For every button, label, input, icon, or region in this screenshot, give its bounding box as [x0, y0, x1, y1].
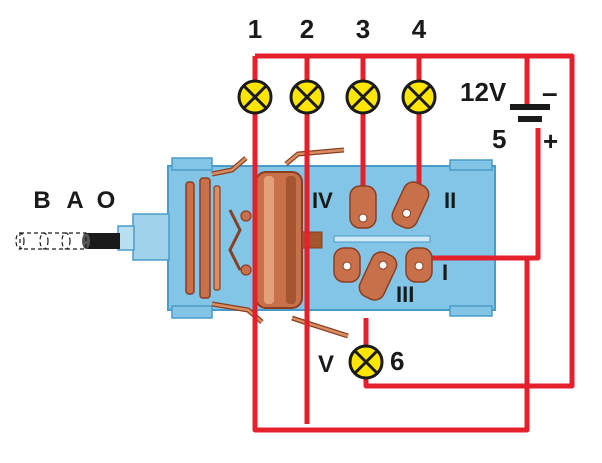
switch-body — [117, 157, 496, 319]
terminal-ii — [391, 181, 430, 229]
lamp-4-label: 4 — [412, 14, 427, 44]
section-iv-label: IV — [312, 188, 333, 213]
lamp-1-label: 1 — [248, 14, 262, 44]
shaft-position-b: B — [33, 187, 50, 214]
lamp-6-label: 6 — [390, 346, 404, 376]
battery-number-label: 5 — [492, 124, 506, 154]
lamp-3-label: 3 — [356, 14, 370, 44]
lamp-1-icon — [237, 79, 273, 115]
lamp-6-letter: V — [318, 351, 334, 378]
terminal-left-mid — [333, 247, 361, 283]
terminal-iii — [358, 251, 398, 301]
battery — [510, 104, 550, 122]
lamp-2-label: 2 — [300, 14, 314, 44]
terminal-iv — [349, 185, 377, 229]
lamp-4-icon — [401, 79, 437, 115]
rotor-discs — [185, 171, 323, 309]
battery-plus-label: + — [543, 126, 558, 156]
lamps — [237, 79, 437, 380]
terminal-i — [405, 247, 433, 283]
labels: 1 2 3 4 12V – 5 + B A O IV II I III V 6 — [33, 14, 558, 378]
shaft — [15, 232, 120, 250]
lamp-6-icon — [348, 344, 384, 380]
section-ii-label: II — [444, 188, 456, 213]
shaft-position-o: O — [97, 187, 116, 214]
lamp-3-icon — [345, 79, 381, 115]
battery-voltage-label: 12V — [460, 77, 507, 107]
section-i-label: I — [442, 260, 448, 285]
switch-terminals — [333, 181, 433, 301]
lamp-2-icon — [289, 79, 325, 115]
section-iii-label: III — [396, 282, 414, 307]
shaft-position-a: A — [66, 187, 83, 214]
battery-minus-label: – — [542, 77, 558, 108]
